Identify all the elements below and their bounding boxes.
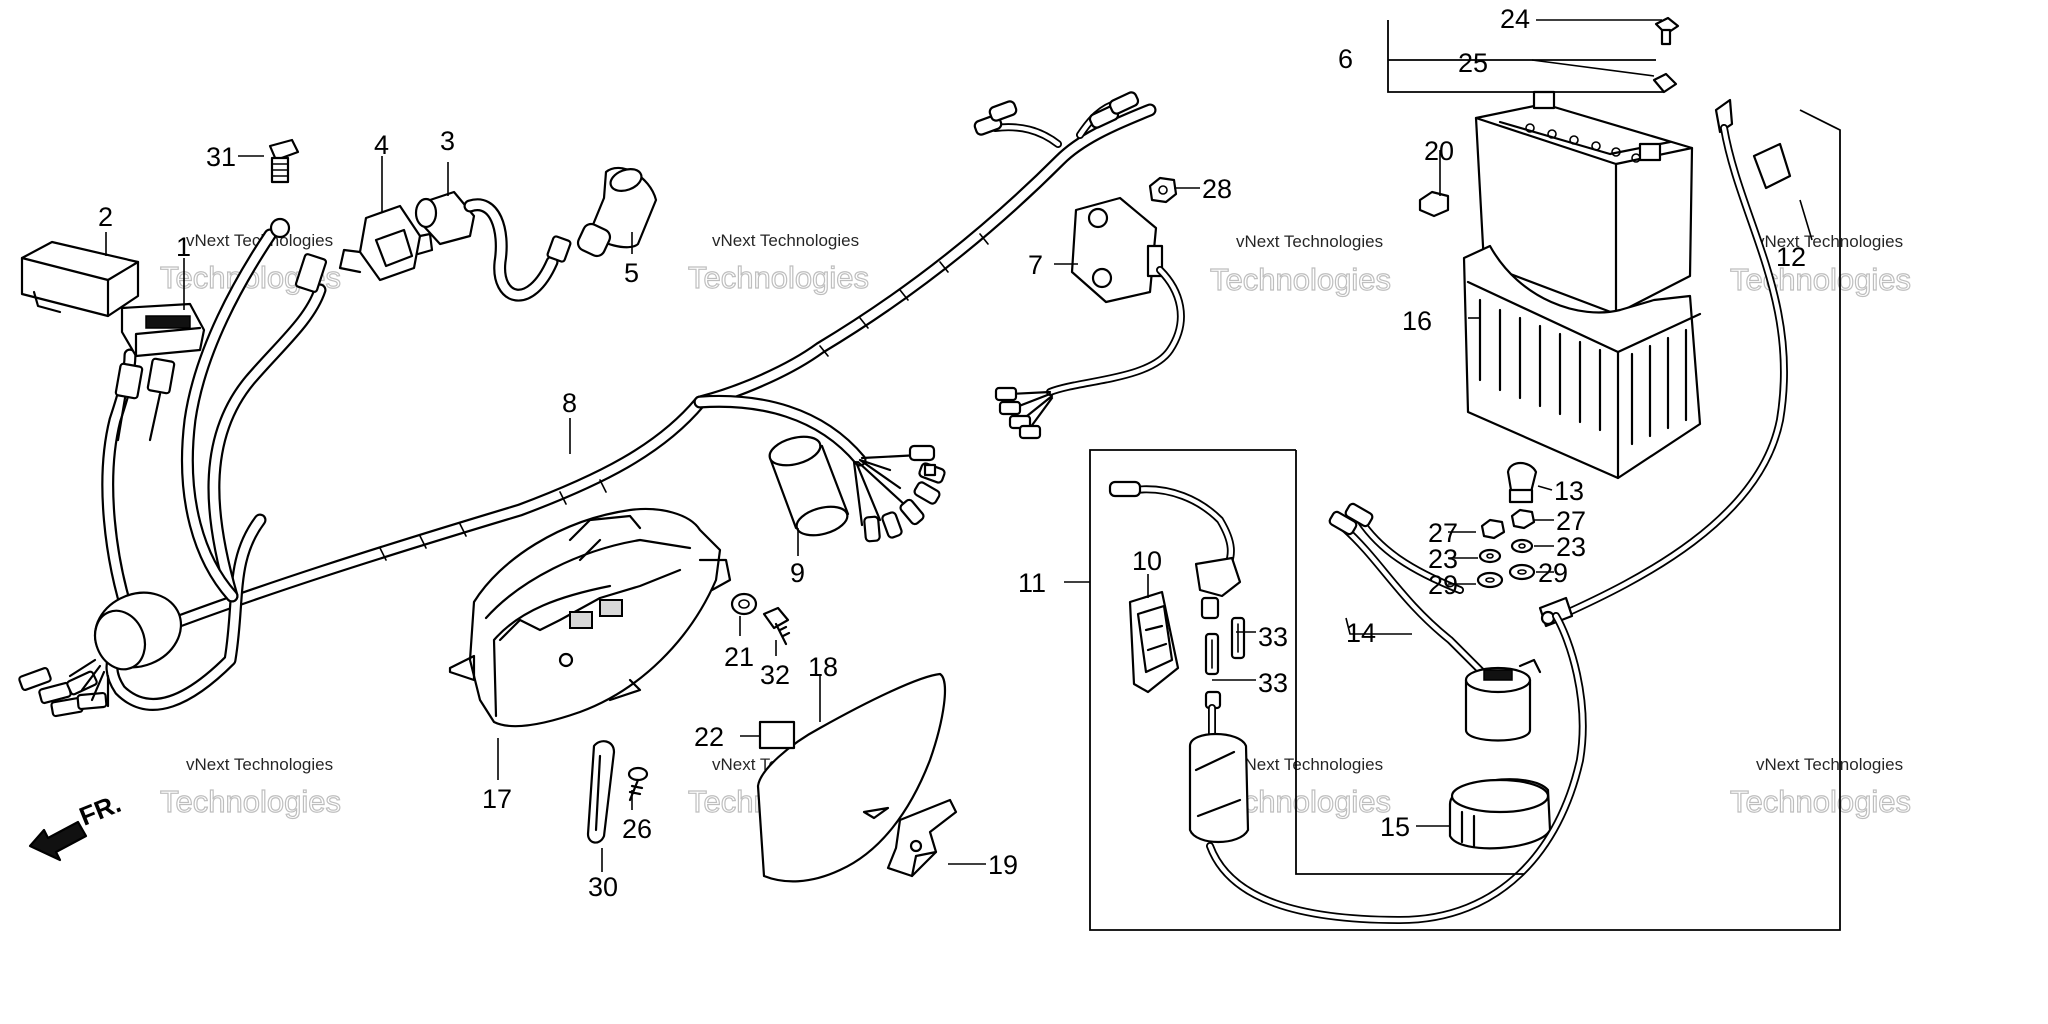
callout-12: 12 [1776, 242, 1806, 272]
callout-labels: 2 1 4 3 31 5 8 9 7 28 21 32 18 22 19 17 … [98, 4, 1806, 902]
left-connector-bundle [18, 658, 110, 718]
callout-4: 4 [374, 130, 389, 160]
holder-strap [586, 740, 616, 844]
svg-text:vNext Technologies: vNext Technologies [1756, 755, 1903, 774]
callout-23a: 23 [1428, 544, 1458, 574]
callout-29a: 29 [1428, 570, 1458, 600]
battery-terminal-nut [1652, 72, 1678, 94]
callout-10: 10 [1132, 546, 1162, 576]
main-wire-harness [18, 91, 1157, 718]
watermark: Technologies vNext Technologies [1209, 232, 1391, 298]
top-bullet-connectors [973, 91, 1140, 148]
front-direction-label: FR. [75, 788, 125, 832]
callout-5: 5 [624, 258, 639, 288]
upper-left-connectors [114, 357, 176, 442]
callout-32: 32 [760, 660, 790, 690]
harness-bullet-connectors [852, 444, 946, 543]
bolt [268, 138, 300, 184]
callout-18: 18 [808, 652, 838, 682]
callout-30: 30 [588, 872, 618, 902]
terminal-hardware-right [1508, 508, 1536, 581]
watermark: Technologies vNext Technologies [1729, 232, 1911, 298]
callout-13: 13 [1554, 476, 1584, 506]
watermark: Technologies vNext Technologies [687, 231, 869, 296]
svg-text:vNext Technologies: vNext Technologies [712, 231, 859, 250]
svg-text:Technologies: Technologies [1730, 262, 1911, 297]
callout-33b: 33 [1258, 668, 1288, 698]
svg-text:vNext Technologies: vNext Technologies [1236, 755, 1383, 774]
terminal-hardware-left [1476, 518, 1506, 589]
front-direction-indicator: FR. [28, 788, 125, 862]
callout-33a: 33 [1258, 622, 1288, 652]
regulator-rectifier [994, 196, 1185, 440]
callout-31: 31 [206, 142, 236, 172]
callout-9: 9 [790, 558, 805, 588]
spark-plug-cap [576, 166, 658, 258]
callout-1: 1 [176, 232, 191, 262]
callout-7: 7 [1028, 250, 1043, 280]
callout-23b: 23 [1556, 532, 1586, 562]
callout-28: 28 [1202, 174, 1232, 204]
callout-14: 14 [1346, 618, 1376, 648]
battery-box [1462, 244, 1702, 480]
breather-cap [1418, 190, 1450, 218]
side-cover [756, 672, 946, 883]
relay-rubber-mount [1448, 778, 1552, 850]
svg-text:Technologies: Technologies [688, 260, 869, 295]
callout-25: 25 [1458, 48, 1488, 78]
rubber-grommet [730, 592, 758, 616]
connector-block [120, 302, 206, 358]
svg-text:vNext Technologies: vNext Technologies [1236, 232, 1383, 251]
callout-27a: 27 [1428, 518, 1458, 548]
svg-text:Technologies: Technologies [1210, 262, 1391, 297]
callout-16: 16 [1402, 306, 1432, 336]
band-cap [1506, 461, 1538, 504]
flange-bolt [762, 606, 791, 646]
svg-text:Technologies: Technologies [1730, 784, 1911, 819]
callout-24: 24 [1500, 4, 1530, 34]
cover-bracket [886, 798, 958, 878]
svg-text:Technologies: Technologies [160, 784, 341, 819]
switch-holder [338, 204, 434, 282]
callout-19: 19 [988, 850, 1018, 880]
relay-cover [20, 240, 140, 318]
callout-17: 17 [482, 784, 512, 814]
callout-29b: 29 [1538, 558, 1568, 588]
cdi-holder [448, 507, 732, 728]
hex-nut [1148, 176, 1178, 204]
fuse-group [1108, 480, 1587, 925]
svg-text:vNext Technologies: vNext Technologies [1756, 232, 1903, 251]
callout-21: 21 [724, 642, 754, 672]
callout-22: 22 [694, 722, 724, 752]
callout-20: 20 [1424, 136, 1454, 166]
battery-terminal-bolt [1654, 16, 1680, 46]
battery-cable [1538, 98, 1792, 628]
callout-2: 2 [98, 202, 113, 232]
callout-26: 26 [622, 814, 652, 844]
leader-lines [105, 19, 1813, 872]
callout-3: 3 [440, 126, 455, 156]
callout-8: 8 [562, 388, 577, 418]
watermark: Technologies vNext Technologies [1729, 755, 1911, 820]
ignition-coil [414, 190, 572, 302]
battery [1474, 90, 1694, 316]
starter-relay [1328, 502, 1542, 742]
callout-11: 11 [1018, 568, 1046, 598]
sleeve [768, 435, 850, 537]
callout-15: 15 [1380, 812, 1410, 842]
callout-27b: 27 [1556, 506, 1586, 536]
callout-6: 6 [1338, 44, 1353, 74]
watermark: Technologies vNext Technologies [159, 755, 341, 820]
tapping-screw [627, 766, 649, 802]
assembly-frames [1089, 20, 1841, 931]
svg-text:vNext Technologies: vNext Technologies [186, 755, 333, 774]
